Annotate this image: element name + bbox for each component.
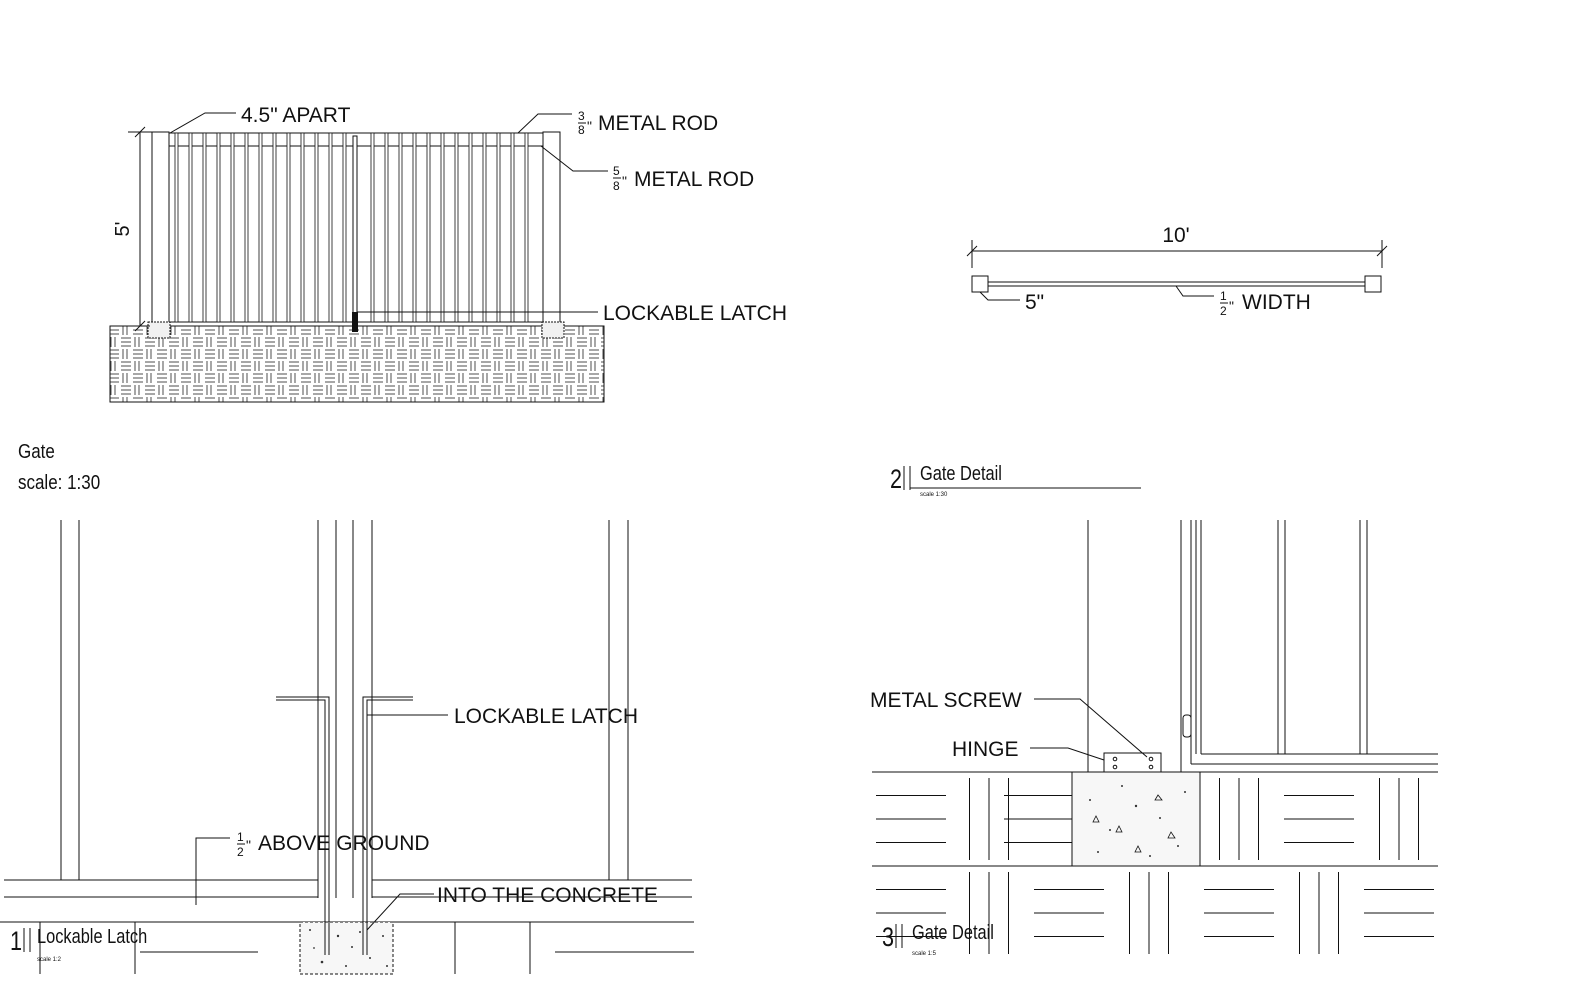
above-numerator: 1: [237, 830, 244, 844]
above-inch-mark: ": [246, 837, 251, 853]
into-concrete-label: INTO THE CONCRETE: [437, 884, 658, 907]
lockable-latch-label: LOCKABLE LATCH: [603, 302, 787, 325]
view-title: Gate Detail: [920, 461, 1002, 484]
gate-bar: [370, 132, 375, 323]
view-number: 3: [882, 923, 894, 953]
brick-base: [109, 325, 605, 403]
gate-bar: [384, 132, 389, 323]
gate-bar: [258, 132, 263, 323]
latch-view-background: [0, 520, 694, 974]
plan-post-left: [971, 275, 989, 293]
gate-bar: [440, 132, 445, 323]
gate-vertical-bars: [174, 132, 529, 323]
gate-bar: [398, 132, 403, 323]
width-label: WIDTH: [1242, 291, 1311, 314]
post-size-label: 5": [1025, 291, 1044, 314]
view-scale: scale 1:5: [912, 951, 937, 957]
lockable-latch-view: LOCKABLE LATCH 1 2 " ABOVE GROUND INTO T…: [0, 520, 694, 975]
gate-bar: [426, 132, 431, 323]
post-left: [151, 131, 170, 327]
view-scale: scale: 1:30: [18, 471, 100, 494]
footing-left: [147, 321, 171, 339]
gate-bar: [202, 132, 207, 323]
rod-5-8-denominator: 8: [613, 179, 620, 193]
length-dimension-label: 10': [1162, 224, 1189, 247]
concrete-speckle: [309, 929, 388, 967]
rod-3-8-numerator: 3: [578, 109, 585, 123]
gate-bar: [244, 132, 249, 323]
gate-bar: [524, 132, 529, 323]
rod-3-8-denominator: 8: [578, 123, 585, 137]
gate-bar: [496, 132, 501, 323]
gate-bar: [300, 132, 305, 323]
gate-bar: [286, 132, 291, 323]
gate-bar: [314, 132, 319, 323]
gate-bar: [412, 132, 417, 323]
rod-5-8-label: METAL ROD: [634, 168, 754, 191]
rod-5-8-inch-mark: ": [622, 173, 627, 189]
above-ground-label: ABOVE GROUND: [258, 832, 430, 855]
hinge-detail-view: METAL SCREW HINGE 3 Gate Detail scale 1:…: [870, 520, 1438, 957]
view-title: Lockable Latch: [37, 924, 147, 947]
center-latch-post: [352, 135, 358, 331]
spacing-label: 4.5" APART: [241, 104, 351, 127]
rod-3-8-inch-mark: ": [587, 118, 592, 134]
width-numerator: 1: [1220, 289, 1227, 303]
height-dimension-label: 5': [112, 222, 134, 237]
gate-bar: [454, 132, 459, 323]
hinge-concrete-aggregate: [1092, 794, 1176, 853]
hinge-concrete-speckle: [1089, 785, 1186, 857]
gate-bar: [482, 132, 487, 323]
gate-bar: [216, 132, 221, 323]
plan-post-right: [1364, 275, 1382, 293]
latch-callout-label: LOCKABLE LATCH: [454, 705, 638, 728]
gate-elevation-view: 5' 4.5" APART 3 8 " METAL ROD 5 8 " META…: [18, 104, 787, 493]
view-scale: scale 1:2: [37, 957, 62, 963]
hinge-concrete-footing: [1071, 771, 1201, 867]
rod-5-8-numerator: 5: [613, 164, 620, 178]
hinge-pin: [1182, 714, 1192, 738]
gate-bar: [230, 132, 235, 323]
gate-bar: [188, 132, 193, 323]
gate-bar: [272, 132, 277, 323]
width-denominator: 2: [1220, 304, 1227, 318]
gate-plan-view: 10' 5" 1 2 " WIDTH 2 Gate Detail scale 1…: [890, 224, 1388, 498]
gate-bar: [328, 132, 333, 323]
view-number: 2: [890, 465, 902, 495]
view-title: Gate: [18, 440, 55, 463]
view-scale: scale 1:30: [920, 492, 948, 498]
above-denominator: 2: [237, 845, 244, 859]
hinge-label: HINGE: [952, 738, 1019, 761]
post-right: [542, 131, 561, 327]
gate-bar: [342, 132, 347, 323]
gate-bar: [174, 132, 179, 323]
view-title: Gate Detail: [912, 920, 994, 943]
gate-bar: [510, 132, 515, 323]
hinge-plate: [1103, 752, 1162, 773]
footing-right: [541, 321, 565, 339]
view-number: 1: [10, 927, 22, 957]
metal-screw-label: METAL SCREW: [870, 689, 1022, 712]
latch-block: [352, 312, 358, 332]
width-inch-mark: ": [1229, 298, 1234, 314]
rod-3-8-label: METAL ROD: [598, 112, 718, 135]
paving-pattern: [876, 778, 1434, 954]
gate-bar: [468, 132, 473, 323]
